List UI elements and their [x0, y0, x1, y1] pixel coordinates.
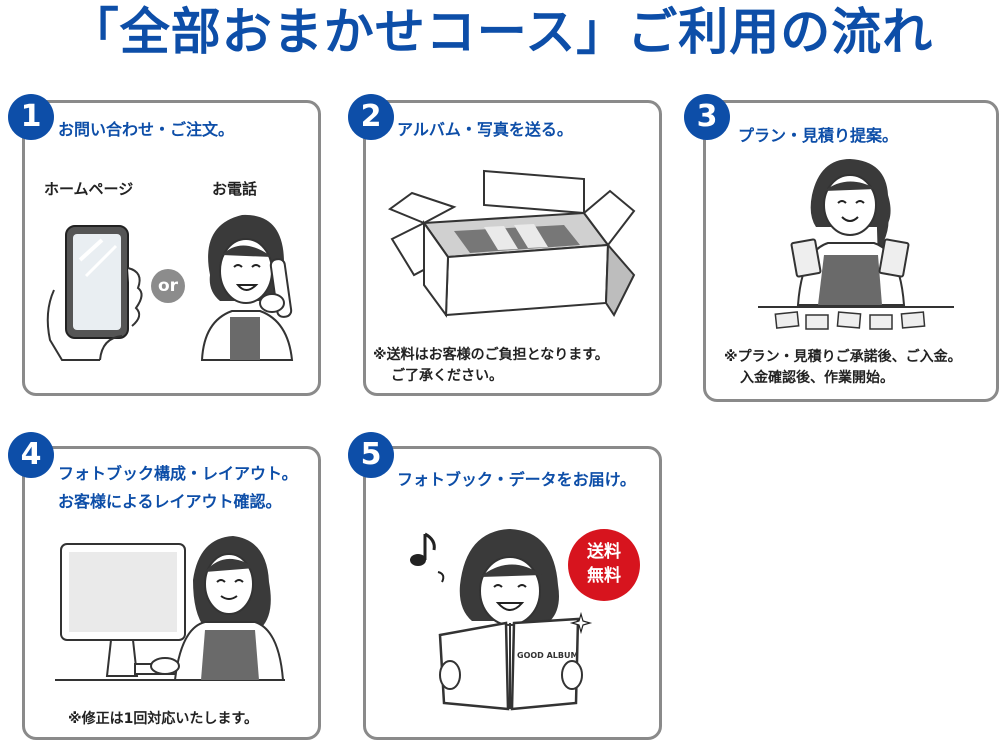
cardboard-box-illustration [387, 169, 636, 318]
step-4-note: ※修正は1回対応いたします。 [68, 711, 258, 727]
step-5-number: 5 [348, 432, 394, 478]
smartphone-icon [46, 225, 143, 361]
step-3-text: プラン・見積り提案。 [738, 126, 899, 145]
album-cover-label: GOOD ALBUM [517, 651, 579, 660]
page-title: 「全部おまかせコース」ご利用の流れ [68, 3, 934, 61]
woman-plans-illustration [758, 159, 954, 330]
free-shipping-badge [568, 529, 640, 601]
step-3-number: 3 [684, 94, 730, 140]
or-label: or [157, 276, 179, 296]
free-shipping-line2: 無料 [587, 566, 621, 586]
free-shipping-line1: 送料 [587, 542, 621, 562]
step-4-number: 4 [8, 432, 54, 478]
step-2-number: 2 [348, 94, 394, 140]
woman-album-illustration [438, 529, 583, 711]
step-2-note-line1: ※送料はお客様のご負担となります。 [373, 347, 609, 363]
music-note-icon [410, 532, 445, 583]
step-5-text: フォトブック・データをお届け。 [397, 470, 636, 489]
sparkle-icon [569, 611, 593, 635]
step-3-note-line2: 入金確認後、作業開始。 [740, 370, 894, 386]
homepage-label: ホームページ [44, 180, 134, 198]
step-3-note-line1: ※プラン・見積りご承諾後、ご入金。 [724, 349, 962, 365]
step-2-text: アルバム・写真を送る。 [397, 120, 573, 139]
phone-label: お電話 [212, 180, 258, 198]
step-4-text-line1: フォトブック構成・レイアウト。 [58, 464, 298, 483]
step-2-note-line2: ご了承ください。 [391, 368, 503, 384]
step-4-text-line2: お客様によるレイアウト確認。 [58, 492, 282, 511]
or-circle [151, 269, 185, 303]
step-1-number: 1 [8, 94, 54, 140]
step-1-text: お問い合わせ・ご注文。 [58, 120, 235, 139]
woman-computer-illustration [55, 536, 285, 681]
woman-phone-illustration [200, 214, 294, 361]
